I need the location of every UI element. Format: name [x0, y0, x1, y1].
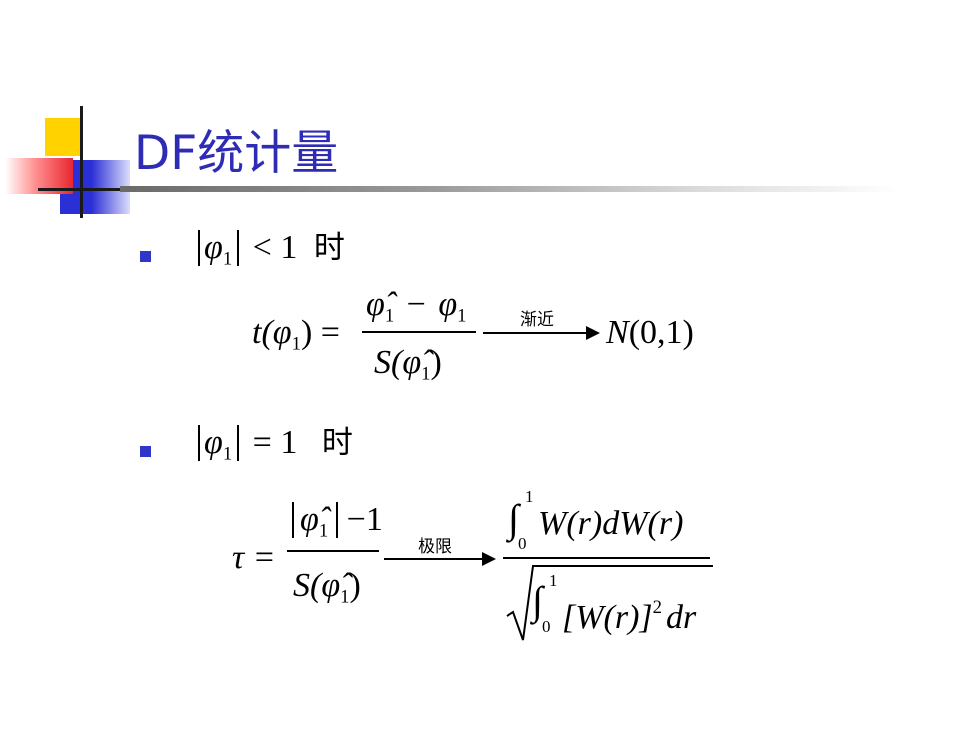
slide-title: DF统计量 [134, 126, 339, 181]
den-phihat: φ̂ [402, 344, 422, 381]
cond2-word: 时 [321, 425, 353, 461]
formula1-fraction-line [362, 331, 476, 333]
formula1-rhs: N(0,1) [606, 313, 694, 353]
num-minus: − [406, 286, 426, 323]
lhs-t: t( [252, 314, 273, 351]
rhs-N: N [606, 314, 629, 351]
lhs-tau: τ = [232, 539, 276, 576]
arrow-line-1 [483, 332, 588, 334]
num-phi: φ [438, 286, 458, 323]
abs-bar-right [237, 230, 239, 266]
formula2-fraction-line [287, 550, 379, 552]
num2-rest: −1 [346, 501, 383, 538]
den-dr: dr [666, 598, 697, 636]
abs-bar-left-2 [198, 425, 200, 461]
arrow-head-1 [586, 326, 600, 340]
cond2-phi: φ [204, 424, 223, 461]
abs-bar-left [198, 230, 200, 266]
bullet-marker-2 [140, 446, 151, 457]
cond-sub: 1 [222, 248, 233, 270]
integral1-lower: 0 [518, 534, 527, 553]
integral-sign-1: ∫ [508, 496, 519, 541]
integral1-upper: 1 [525, 487, 534, 506]
formula1-lhs: t(φ1) = [252, 313, 340, 365]
cond-word: 时 [313, 230, 345, 266]
den-sub: 1 [421, 363, 431, 385]
den-S: S( [374, 344, 403, 381]
cond-phi: φ [204, 229, 223, 266]
arrow-line-2 [384, 558, 484, 560]
den2-close: ) [349, 567, 361, 604]
den-power: 2 [652, 597, 663, 618]
sqrt-sign [506, 565, 713, 641]
title-underline [120, 186, 900, 192]
bullet1-condition: φ1 < 1 时 [198, 228, 345, 280]
rhs-args: (0,1) [628, 314, 694, 351]
formula1-numerator: φ̂1 − φ1 [366, 285, 467, 337]
den2-sub: 1 [340, 586, 350, 608]
den-body: [W(r)] [562, 598, 653, 636]
bullet-marker-1 [140, 251, 151, 262]
formula1-denominator: S(φ̂1) [374, 343, 442, 395]
cond2-rest: = 1 [252, 424, 298, 461]
cond-rest: < 1 [252, 229, 298, 266]
integral-sign-2: ∫ [532, 578, 543, 623]
num-abs-left [292, 502, 294, 538]
abs-bar-right-2 [237, 425, 239, 461]
den-close: ) [430, 344, 442, 381]
den2-S: S( [293, 567, 322, 604]
lhs-sub: 1 [291, 333, 301, 355]
bullet2-condition: φ1 = 1 时 [198, 423, 353, 475]
num-sub1: 1 [384, 305, 395, 327]
integral2-upper: 1 [549, 571, 558, 590]
lhs-close: ) = [300, 314, 340, 351]
logo-vertical-line [80, 106, 83, 218]
num-sub2: 1 [457, 305, 467, 327]
logo-yellow-square [45, 118, 81, 156]
formula2-numerator: φ̂1 −1 [290, 500, 383, 552]
num2-sub: 1 [318, 520, 329, 542]
logo-horizontal-line [38, 188, 120, 191]
formula2-lhs: τ = [232, 538, 276, 578]
arrow-label-limit: 极限 [418, 537, 452, 557]
num2-phihat: φ̂ [300, 501, 319, 538]
rhs-fraction-line [503, 557, 710, 559]
num-abs-right [336, 502, 338, 538]
cond2-sub: 1 [222, 443, 233, 465]
arrow-head-2 [482, 552, 496, 566]
formula2-denominator: S(φ̂1) [293, 566, 361, 618]
den2-phihat: φ̂ [321, 567, 341, 604]
integral2-lower: 0 [542, 617, 551, 636]
rhs-numerator-integral: ∫ [508, 494, 519, 544]
num-phihat: φ̂ [366, 286, 385, 323]
lhs-phi: φ [272, 314, 292, 351]
arrow-label-asymptotic: 渐近 [520, 310, 554, 330]
rhs-numerator-body: W(r)dW(r) [538, 505, 684, 542]
rhs-denominator-integral: ∫ [532, 576, 543, 626]
